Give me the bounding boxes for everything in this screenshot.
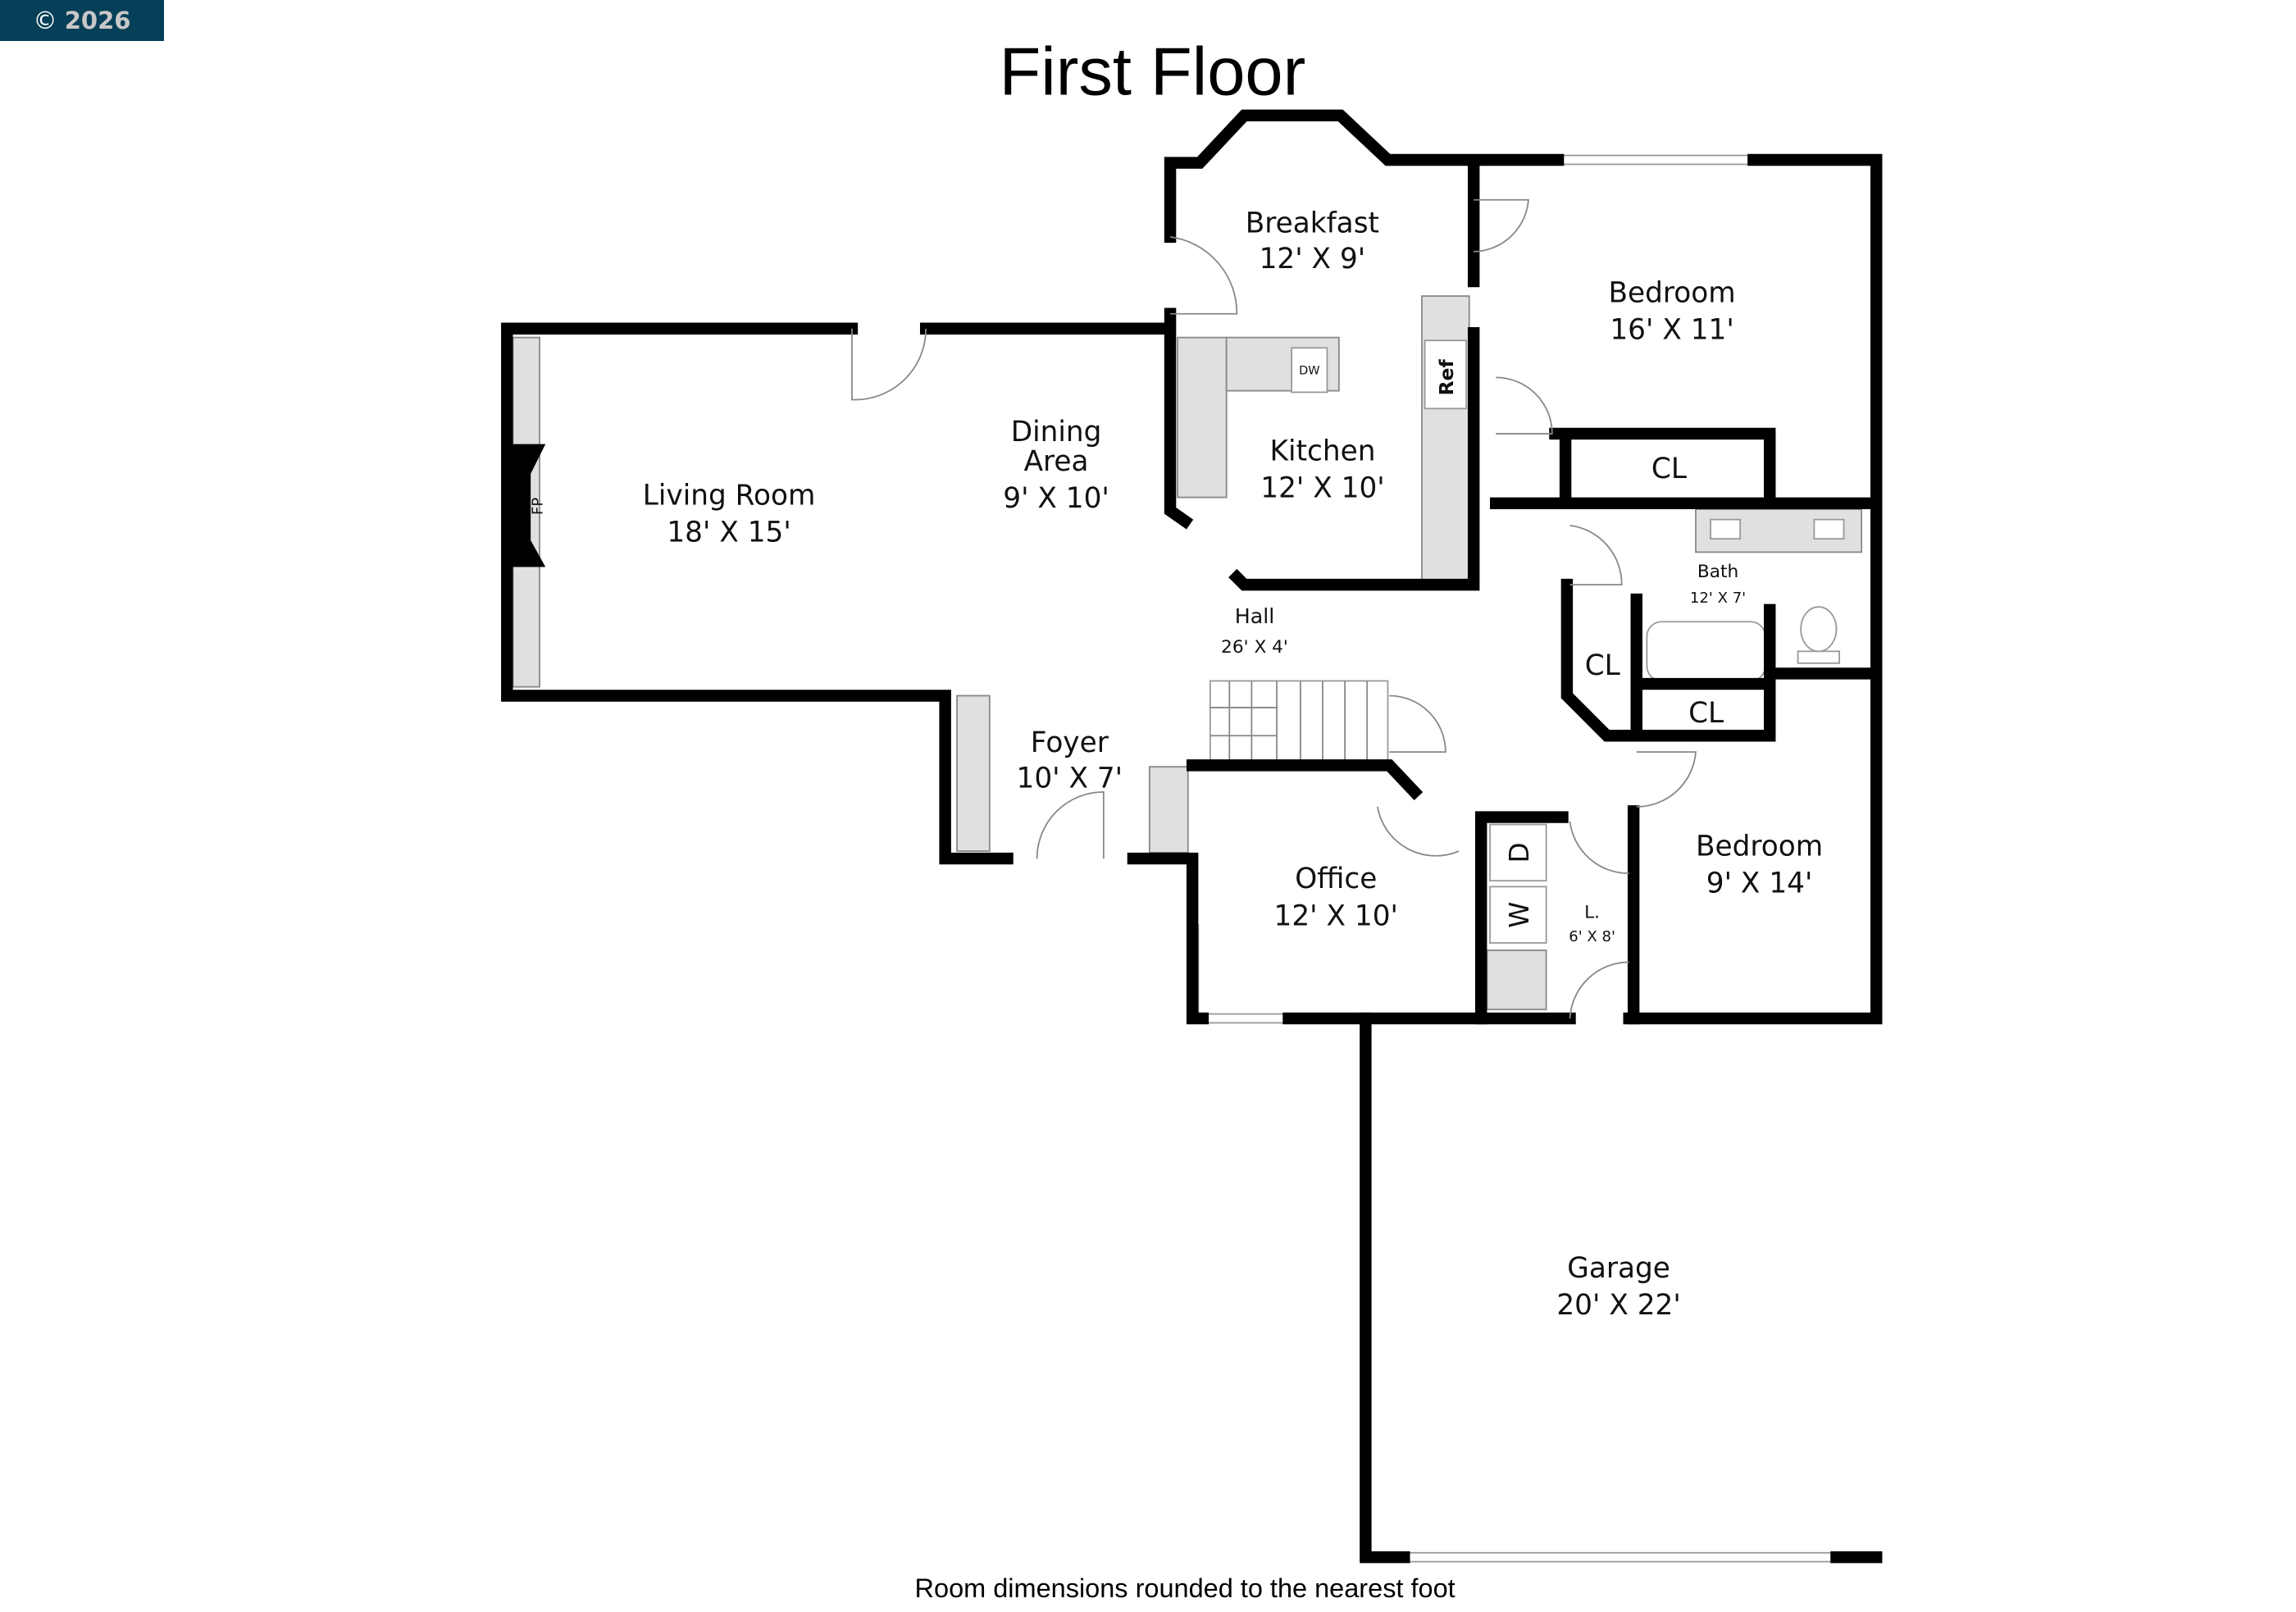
dining-label-line2: Area (1024, 445, 1089, 478)
garage-dims: 20' X 22' (1556, 1289, 1680, 1322)
breakfast-dims: 12' X 9' (1260, 243, 1366, 275)
fireplace (509, 444, 546, 567)
laundry-label: L. (1584, 902, 1600, 922)
bathtub (1646, 621, 1766, 682)
dryer (1489, 823, 1547, 882)
toilet-tank (1797, 650, 1840, 664)
bedroom2-dims: 9' X 14' (1706, 867, 1813, 900)
bedroom1-dims: 16' X 11' (1610, 313, 1733, 346)
fixtures (509, 295, 1863, 1011)
brand-name: CCAR (48, 48, 116, 75)
copyright-year: 2026 (64, 7, 131, 34)
stairs (1209, 680, 1389, 763)
room-labels: Breakfast 12' X 9' Bedroom 16' X 11' Liv… (530, 207, 1824, 1322)
kitchen-label: Kitchen (1270, 435, 1376, 467)
foyer-closet (1148, 766, 1189, 854)
closet-label-3: CL (1688, 697, 1724, 730)
kitchen-counter-right (1421, 295, 1470, 581)
sink-left (1710, 518, 1742, 540)
fireplace-label: FP (530, 498, 547, 515)
laundry-dims: 6' X 8' (1569, 928, 1615, 945)
dishwasher (1291, 347, 1328, 394)
foyer-dims: 10' X 7' (1017, 762, 1123, 795)
office-dims: 12' X 10' (1274, 899, 1398, 932)
washer-label: W (1504, 902, 1535, 928)
toilet (1800, 606, 1838, 653)
bath-dims: 12' X 7' (1690, 590, 1746, 607)
dining-label-line1: Dining (1011, 416, 1102, 449)
closet-label-1: CL (1651, 453, 1687, 485)
bedroom1-label: Bedroom (1609, 276, 1736, 309)
dryer-label: D (1504, 842, 1535, 863)
bedroom2-label: Bedroom (1696, 830, 1823, 863)
doors (851, 198, 1697, 1019)
garage-label: Garage (1567, 1252, 1670, 1285)
bath-label: Bath (1697, 562, 1738, 582)
refrigerator-label: Ref (1435, 358, 1458, 395)
sink-right (1813, 518, 1845, 540)
footnote: Room dimensions rounded to the nearest f… (915, 1573, 1456, 1603)
hall-label: Hall (1235, 604, 1275, 628)
breakfast-label: Breakfast (1246, 207, 1379, 239)
office-label: Office (1295, 863, 1377, 895)
closet-label-2: CL (1585, 649, 1620, 682)
plan-title: First Floor (1000, 34, 1306, 110)
copyright-symbol: © (33, 7, 57, 34)
kitchen-counter (1177, 336, 1228, 499)
hall-dims: 26' X 4' (1221, 637, 1288, 658)
kitchen-dims: 12' X 10' (1260, 472, 1384, 505)
laundry-sink (1486, 949, 1547, 1011)
foyer-label: Foyer (1031, 726, 1109, 759)
copyright-badge: © 2026 CCAR (0, 0, 164, 75)
walls (501, 109, 1883, 1564)
dining-dims: 9' X 10' (1003, 482, 1109, 515)
living-room-label: Living Room (643, 480, 816, 512)
refrigerator (1424, 339, 1468, 410)
living-room-dims: 18' X 15' (667, 517, 790, 549)
washer (1489, 886, 1547, 944)
foyer-built-in (956, 694, 991, 852)
dishwasher-label: DW (1299, 365, 1319, 378)
